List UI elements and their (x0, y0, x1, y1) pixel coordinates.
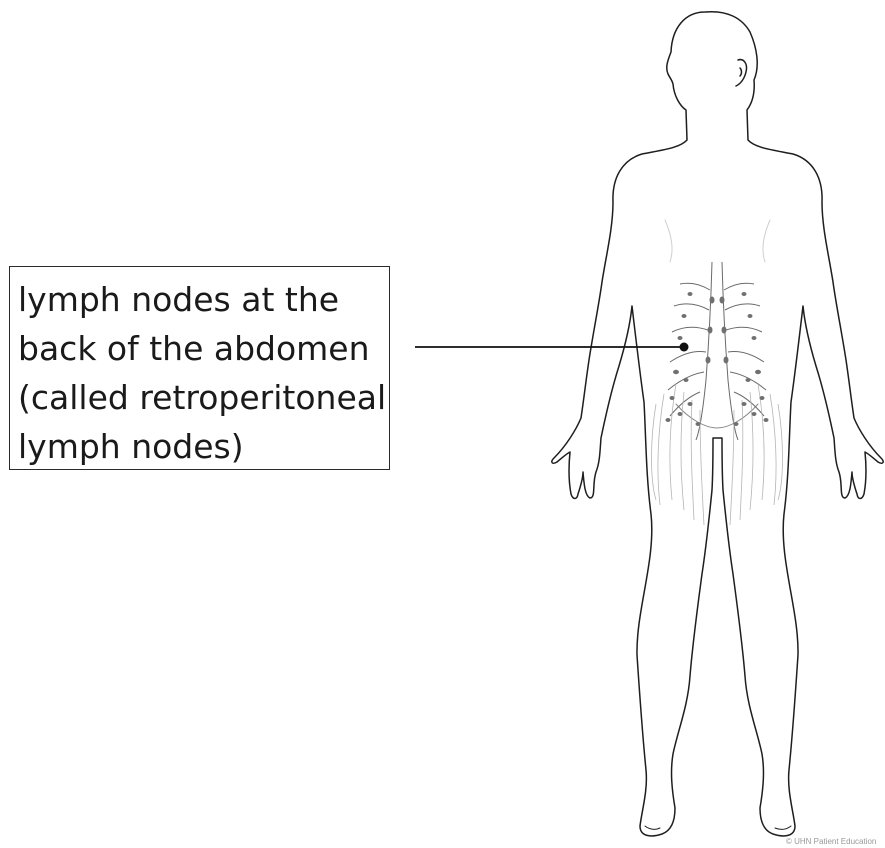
callout-label-line: lymph nodes at the (18, 275, 389, 324)
lymph-node-network-icon (652, 262, 783, 525)
copyright-notice: © UHN Patient Education (786, 837, 876, 846)
leader-target-dot (680, 343, 689, 352)
callout-label-line: lymph nodes) (18, 422, 389, 471)
callout-label-line: back of the abdomen (18, 324, 389, 373)
human-body-back-icon (552, 12, 883, 836)
callout-label-line: (called retroperitoneal (18, 373, 389, 422)
callout-label-box: lymph nodes at the back of the abdomen (… (9, 266, 390, 470)
